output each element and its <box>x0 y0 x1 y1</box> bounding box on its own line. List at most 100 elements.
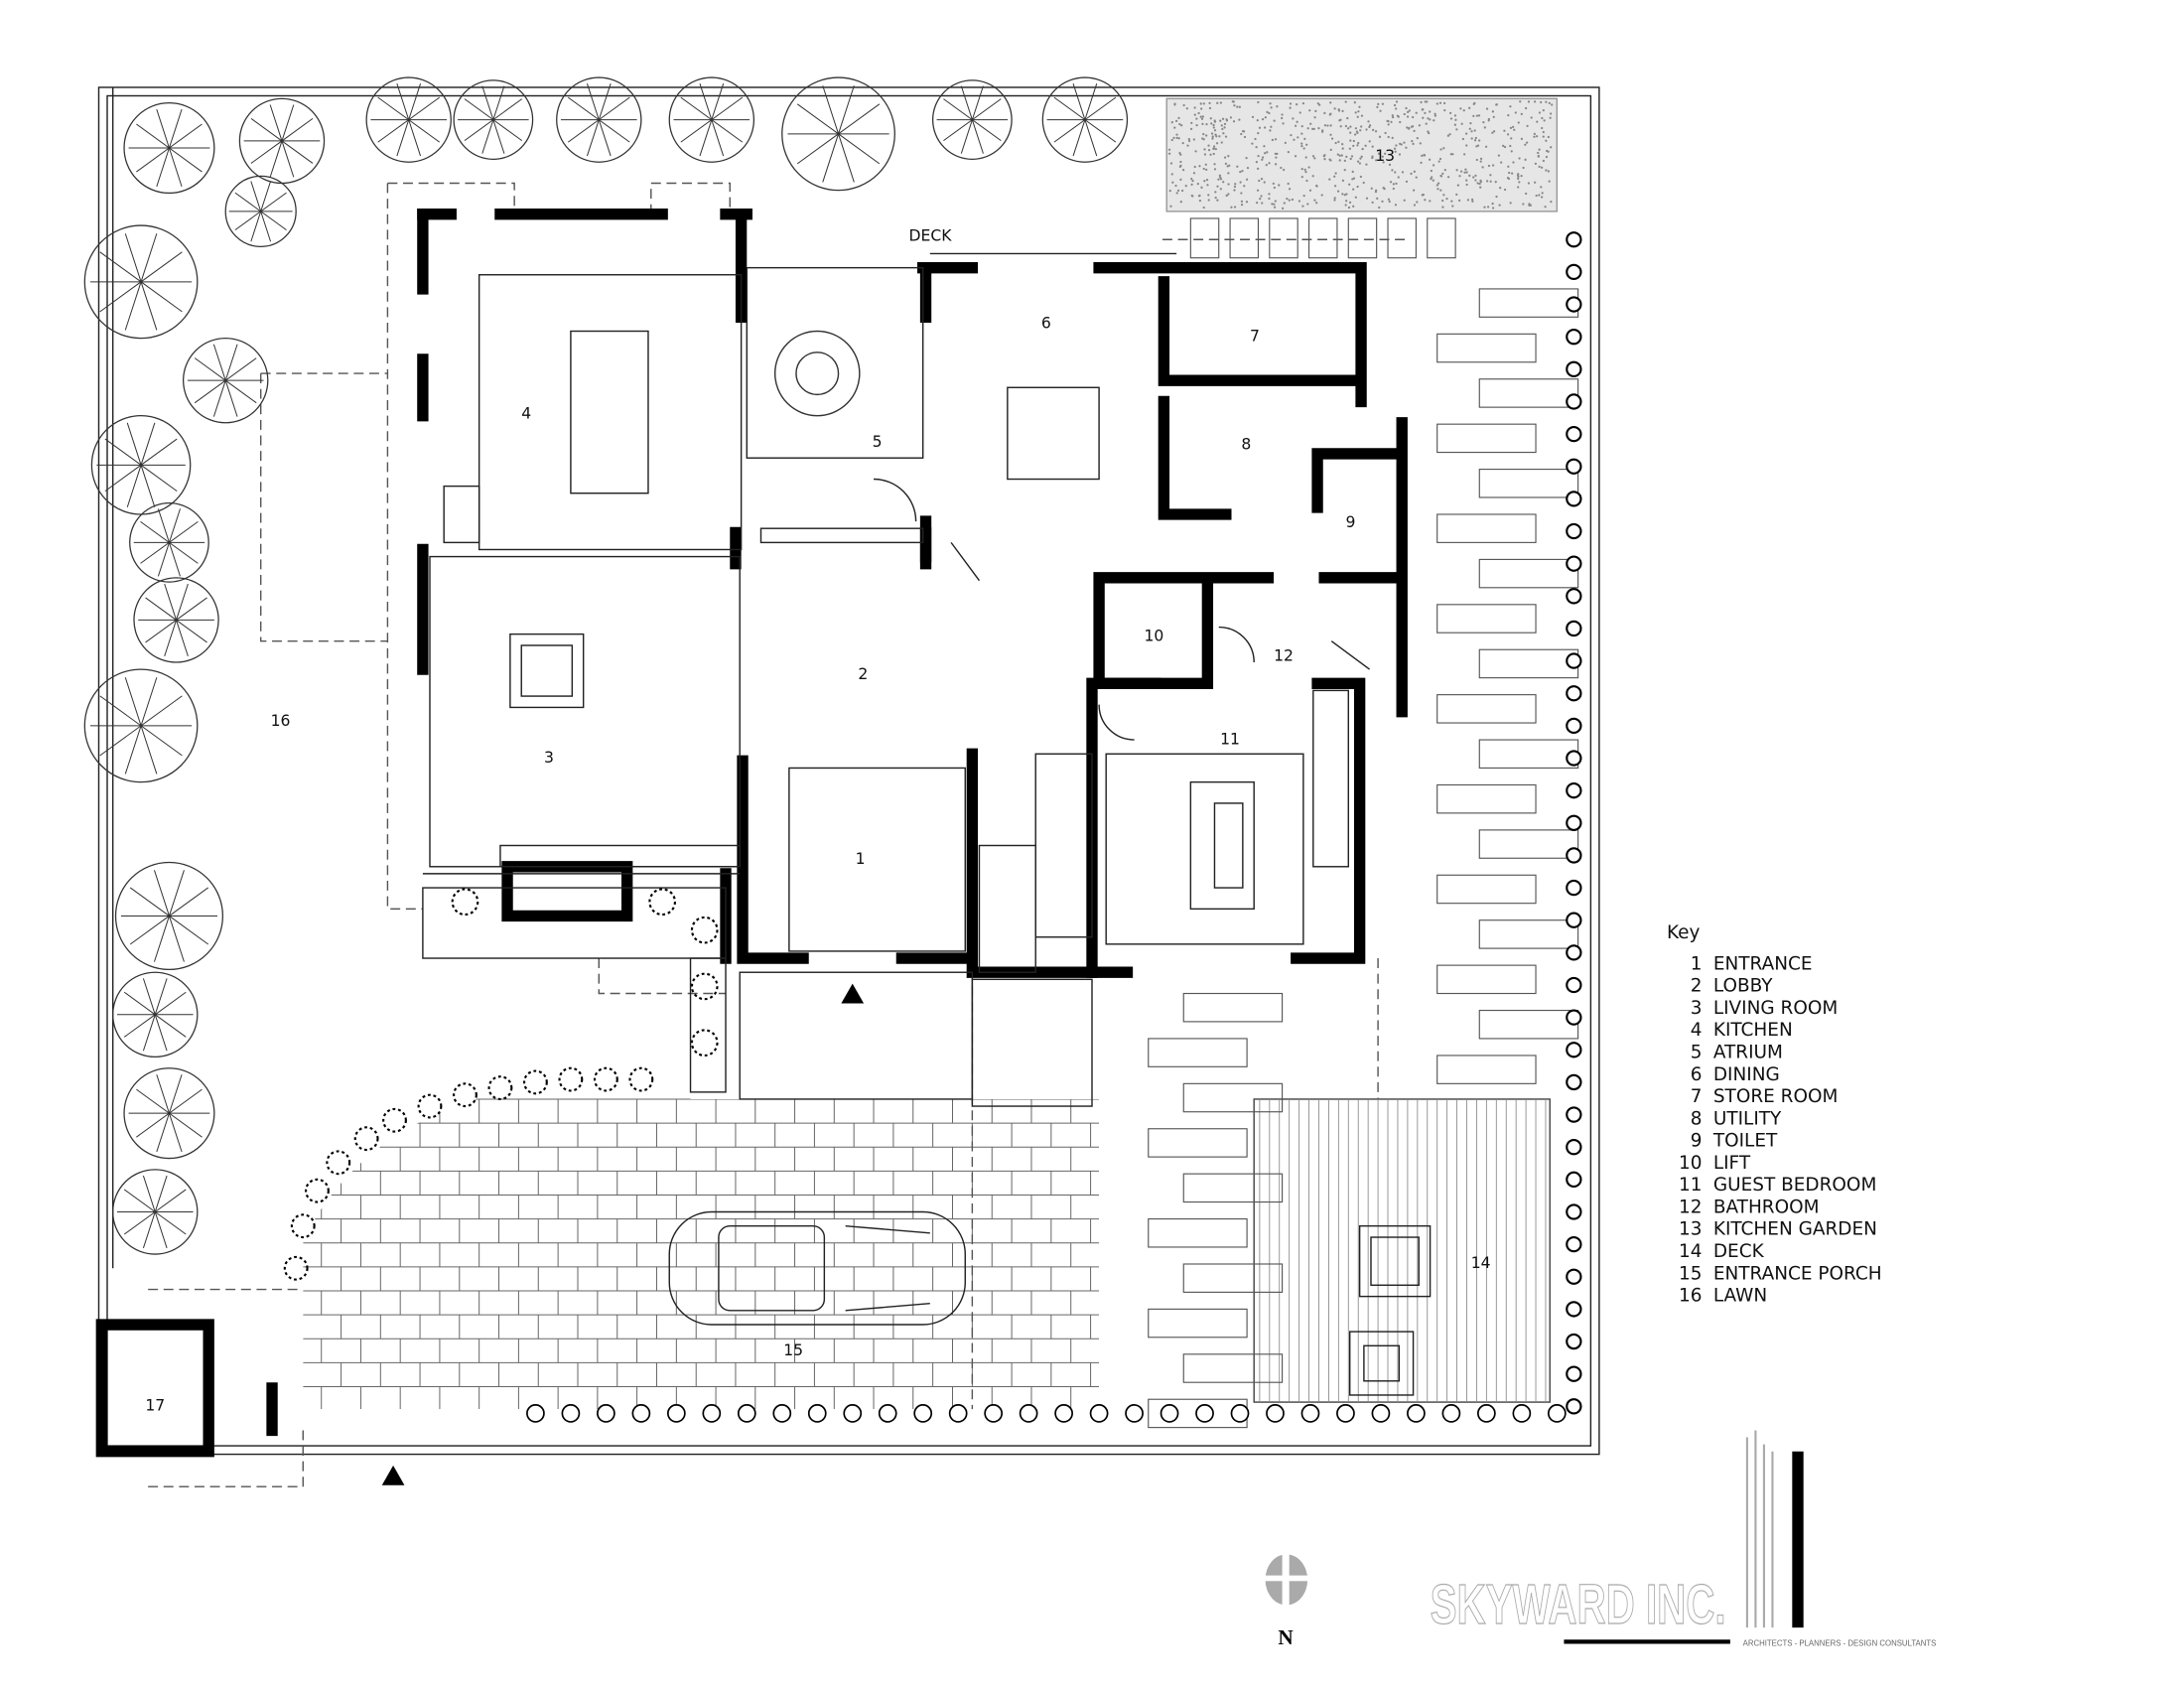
tree-icon <box>781 76 895 192</box>
site-boundary <box>97 86 1600 1456</box>
room-label-10: 10 <box>1145 628 1164 645</box>
hedge-shrub-icon <box>1566 717 1582 735</box>
shrub-icon <box>690 916 719 944</box>
shrub-icon <box>487 1075 513 1101</box>
stepping-slabs <box>1148 217 1579 1429</box>
shrub-icon <box>305 1178 330 1203</box>
tree-icon <box>112 1169 199 1255</box>
hedge-shrub-icon <box>666 1404 686 1423</box>
tree-icon <box>556 76 642 163</box>
hedge-shrub-icon <box>1566 491 1582 507</box>
hedge-shrub-icon <box>984 1404 1004 1423</box>
shrub-icon <box>283 1255 309 1281</box>
key-item-number: 5 <box>1691 1043 1703 1063</box>
hedge-shrub-icon <box>1566 620 1582 637</box>
hedge-shrub-icon <box>1566 555 1582 572</box>
key-item-label: LIFT <box>1713 1153 1751 1174</box>
hedge-shrub-icon <box>1089 1404 1109 1423</box>
shrub-icon <box>453 1082 478 1108</box>
tree-icon <box>123 1067 215 1160</box>
room-label-7: 7 <box>1250 327 1260 345</box>
porch-paving <box>303 1098 1100 1410</box>
key-item-number: 7 <box>1691 1086 1703 1107</box>
hedge-shrub-icon <box>1566 263 1582 281</box>
hedge-shrub-icon <box>913 1404 933 1423</box>
logo-text: SKYWARD INC. <box>1431 1574 1726 1636</box>
hedge-shrub-icon <box>1019 1404 1038 1423</box>
hedge-shrub-icon <box>1230 1404 1250 1423</box>
hedge-shrub-icon <box>1125 1404 1144 1423</box>
room-label-15: 15 <box>783 1341 803 1359</box>
key-item-label: BATHROOM <box>1713 1197 1820 1217</box>
hedge-shrub-icon <box>1566 976 1582 994</box>
hedge-shrub-icon <box>1566 296 1582 313</box>
car <box>668 1210 966 1326</box>
room-label-17: 17 <box>145 1397 165 1415</box>
key-item-number: 16 <box>1679 1286 1702 1307</box>
hedge-shrub-icon <box>878 1404 897 1423</box>
kitchen-garden-gravel <box>1165 97 1559 212</box>
tree-icon <box>129 502 209 583</box>
north-compass-icon: N <box>1261 1550 1312 1649</box>
hedge-shrub-icon <box>1566 1203 1582 1220</box>
hedge-shrub-icon <box>597 1404 615 1423</box>
room-label-6: 6 <box>1041 315 1051 333</box>
hedge-shrub-icon <box>631 1404 651 1423</box>
hedge-shrub-icon <box>1566 879 1582 897</box>
key-item-label: DECK <box>1713 1241 1765 1262</box>
atrium-plant-icon <box>773 330 861 417</box>
tree-icon <box>182 337 269 424</box>
shrub-icon <box>593 1066 618 1092</box>
tree-icon <box>668 76 755 163</box>
key-item-number: 9 <box>1691 1131 1703 1152</box>
shrub-icon <box>690 972 719 1001</box>
hedge-shrub-icon <box>1566 522 1582 540</box>
hedge-shrub-icon <box>1566 944 1582 961</box>
room-label-3: 3 <box>544 749 554 767</box>
hedge-shrub-icon <box>1566 360 1582 377</box>
shrub-icon <box>451 888 479 916</box>
key-item-label: ATRIUM <box>1713 1043 1783 1063</box>
room-label-9: 9 <box>1345 513 1355 531</box>
hedge-shrub-icon <box>561 1404 581 1423</box>
key-item-label: ENTRANCE PORCH <box>1713 1263 1882 1284</box>
hedge-shrub-icon <box>1477 1404 1496 1423</box>
hedge-shrub-icon <box>702 1404 722 1423</box>
room-label-deck: DECK <box>909 227 953 245</box>
tree-icon <box>224 175 297 247</box>
room-label-16: 16 <box>271 712 291 730</box>
trees <box>83 76 1129 1255</box>
key-item-label: STORE ROOM <box>1713 1086 1839 1107</box>
hedge-shrub-icon <box>1371 1404 1391 1423</box>
hedge-shrub-icon <box>1566 1009 1582 1026</box>
hedge-shrub-icon <box>1566 912 1582 928</box>
room-label-13: 13 <box>1375 147 1395 165</box>
tree-icon <box>114 861 224 971</box>
hedge-shrub-icon <box>1566 1042 1582 1058</box>
hedge-shrub-icon <box>1566 425 1582 443</box>
key-item-label: TOILET <box>1712 1131 1778 1152</box>
tree-icon <box>1041 76 1129 163</box>
hedge-shrub-icon <box>1195 1404 1214 1423</box>
hedge-shrub-icon <box>1566 1073 1582 1091</box>
hedge-shrub-icon <box>807 1404 827 1423</box>
hedge-shrub-icon <box>1566 393 1582 410</box>
key-item-number: 4 <box>1691 1020 1703 1041</box>
hedge-shrub-icon <box>772 1404 792 1423</box>
shrub-icon <box>628 1066 654 1092</box>
north-label: N <box>1278 1625 1294 1649</box>
deck-boards <box>1253 1098 1551 1403</box>
shrub-icon <box>382 1107 407 1133</box>
room-label-2: 2 <box>858 665 868 683</box>
room-labels: DECK 1 2 3 4 5 6 7 8 9 10 11 12 13 14 15… <box>145 147 1490 1415</box>
hedge-shrub-icon <box>1160 1404 1179 1423</box>
shrub-icon <box>290 1213 316 1239</box>
hedge-shrub-icon <box>1566 750 1582 767</box>
hedge-shrub-icon <box>1566 814 1582 831</box>
key-item-number: 1 <box>1691 953 1703 974</box>
room-label-11: 11 <box>1220 730 1240 748</box>
shrub-icon <box>558 1066 584 1092</box>
company-logo: SKYWARD INC. ARCHITECTS - PLANNERS - DES… <box>1430 1430 1936 1648</box>
room-label-8: 8 <box>1241 436 1251 454</box>
